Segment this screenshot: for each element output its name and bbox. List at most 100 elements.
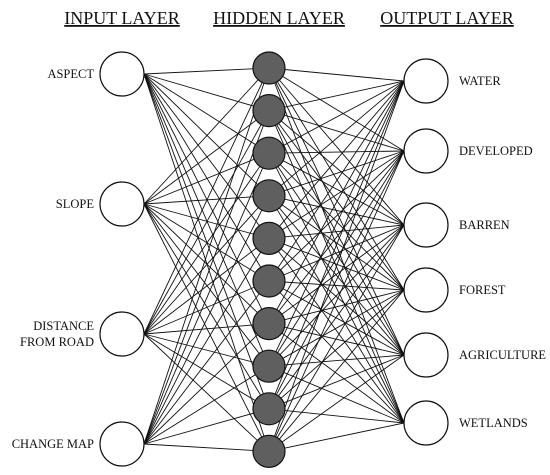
edge-hidden-output bbox=[268, 110, 405, 291]
edge-hidden-output bbox=[268, 150, 405, 282]
edge-hidden-output bbox=[268, 67, 405, 356]
edge-hidden-output bbox=[268, 150, 405, 197]
edge-hidden-output bbox=[268, 323, 405, 424]
output-node-label: WETLANDS bbox=[459, 416, 528, 430]
edge-hidden-output bbox=[268, 224, 405, 410]
edge-hidden-output bbox=[268, 365, 405, 424]
edge-hidden-output bbox=[268, 67, 405, 291]
edge-input-hidden bbox=[143, 110, 270, 335]
hidden-layer-title: HIDDEN LAYER bbox=[213, 8, 345, 28]
edge-input-hidden bbox=[143, 73, 270, 367]
edge-input-hidden bbox=[143, 73, 270, 324]
output-node bbox=[403, 400, 449, 446]
output-node bbox=[403, 128, 449, 174]
connection-edges bbox=[143, 67, 405, 452]
input-layer-title: INPUT LAYER bbox=[64, 8, 180, 28]
input-node bbox=[99, 311, 145, 357]
edge-hidden-output bbox=[268, 152, 405, 356]
output-node-label-line: FOREST bbox=[459, 283, 506, 297]
edge-hidden-output bbox=[268, 280, 405, 356]
edge-input-hidden bbox=[143, 323, 270, 335]
hidden-node bbox=[252, 307, 286, 341]
edge-input-hidden bbox=[143, 110, 270, 445]
edge-hidden-output bbox=[268, 289, 405, 410]
edge-hidden-output bbox=[268, 152, 405, 424]
edge-hidden-output bbox=[268, 224, 405, 239]
hidden-node bbox=[252, 136, 286, 170]
edge-hidden-output bbox=[268, 67, 405, 152]
output-node-label: AGRICULTURE bbox=[459, 348, 546, 362]
edge-input-hidden bbox=[143, 152, 270, 335]
input-node bbox=[99, 421, 145, 467]
edge-input-hidden bbox=[143, 73, 270, 112]
edge-hidden-output bbox=[268, 80, 405, 282]
edge-hidden-output bbox=[268, 80, 405, 409]
edge-input-hidden bbox=[143, 195, 270, 445]
edge-hidden-output bbox=[268, 150, 405, 324]
edge-input-hidden bbox=[143, 333, 270, 367]
edge-hidden-output bbox=[268, 354, 405, 410]
edge-hidden-output bbox=[268, 152, 405, 226]
input-node-label-line: SLOPE bbox=[56, 197, 95, 211]
edge-hidden-output bbox=[268, 150, 405, 154]
edge-hidden-output bbox=[268, 224, 405, 282]
edge-input-hidden bbox=[143, 195, 270, 205]
network-nodes bbox=[99, 51, 449, 468]
edge-input-hidden bbox=[143, 408, 270, 445]
edge-input-hidden bbox=[143, 195, 270, 335]
input-node-label-line: CHANGE MAP bbox=[12, 437, 94, 451]
output-node-label-line: DEVELOPED bbox=[459, 144, 533, 158]
edge-input-hidden bbox=[143, 152, 270, 205]
input-node-label-line: ASPECT bbox=[47, 67, 94, 81]
edge-hidden-output bbox=[268, 195, 405, 424]
input-node-label: CHANGE MAP bbox=[12, 437, 94, 451]
edge-hidden-output bbox=[268, 80, 405, 112]
edge-input-hidden bbox=[143, 203, 270, 239]
output-node-label: WATER bbox=[459, 74, 501, 88]
edge-input-hidden bbox=[143, 67, 270, 335]
edge-input-hidden bbox=[143, 203, 270, 367]
edge-hidden-output bbox=[268, 80, 405, 154]
input-node bbox=[99, 51, 145, 97]
edge-input-hidden bbox=[143, 238, 270, 445]
edge-hidden-output bbox=[268, 238, 405, 356]
output-node-label-line: WATER bbox=[459, 74, 501, 88]
edge-hidden-output bbox=[268, 408, 405, 424]
edge-hidden-output bbox=[268, 323, 405, 356]
output-node bbox=[403, 202, 449, 248]
edge-input-hidden bbox=[143, 73, 270, 239]
edge-input-hidden bbox=[143, 73, 270, 154]
edge-hidden-output bbox=[268, 150, 405, 452]
edge-hidden-output bbox=[268, 80, 405, 452]
edge-input-hidden bbox=[143, 73, 270, 197]
edge-hidden-output bbox=[268, 80, 405, 367]
edge-hidden-output bbox=[268, 280, 405, 424]
output-node bbox=[403, 267, 449, 313]
edge-input-hidden bbox=[143, 333, 270, 452]
edge-hidden-output bbox=[268, 422, 405, 452]
edge-hidden-output bbox=[268, 67, 405, 82]
hidden-node bbox=[252, 221, 286, 255]
edge-hidden-output bbox=[268, 224, 405, 452]
edge-input-hidden bbox=[143, 443, 270, 452]
edge-hidden-output bbox=[268, 110, 405, 356]
edge-input-hidden bbox=[143, 67, 270, 75]
hidden-node bbox=[252, 392, 286, 426]
edge-hidden-output bbox=[268, 354, 405, 452]
hidden-node bbox=[252, 264, 286, 298]
edge-hidden-output bbox=[268, 150, 405, 410]
edge-input-hidden bbox=[143, 280, 270, 335]
edge-hidden-output bbox=[268, 80, 405, 239]
edge-hidden-output bbox=[268, 354, 405, 367]
edge-hidden-output bbox=[268, 80, 405, 324]
edge-input-hidden bbox=[143, 365, 270, 445]
input-node-label-line: FROM ROAD bbox=[20, 335, 94, 349]
edge-input-hidden bbox=[143, 203, 270, 282]
input-node-label: ASPECT bbox=[47, 67, 94, 81]
edge-hidden-output bbox=[268, 289, 405, 452]
edge-input-hidden bbox=[143, 73, 270, 409]
input-node bbox=[99, 181, 145, 227]
